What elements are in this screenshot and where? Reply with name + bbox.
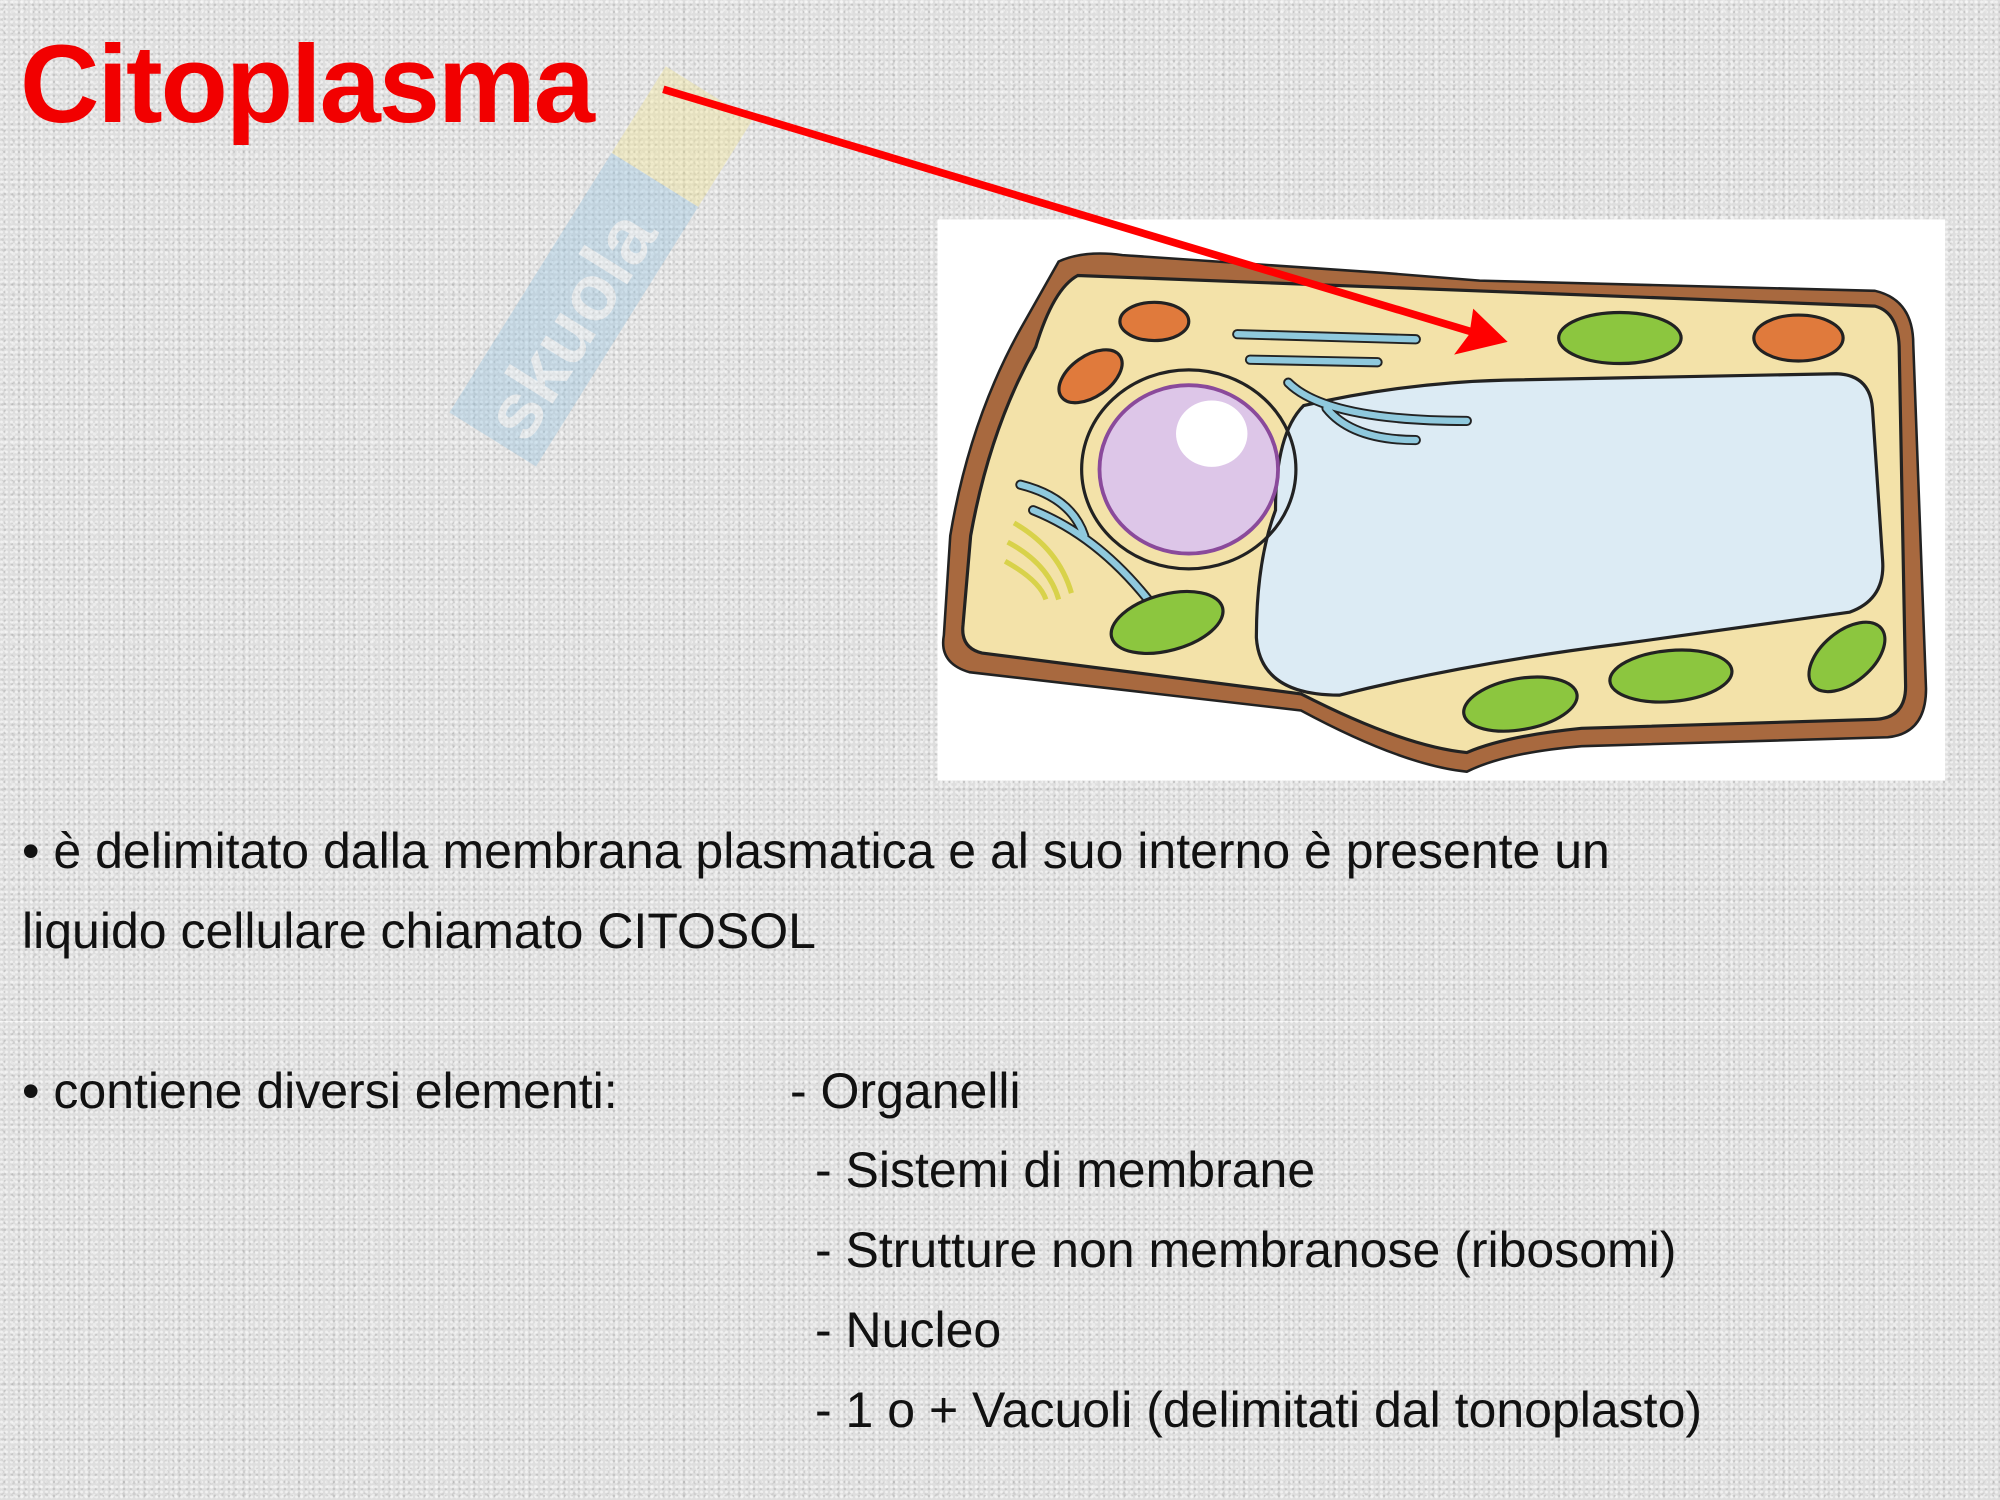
mitochondria: [1057, 300, 1845, 405]
bullet-2-item: - Strutture non membranose (ribosomi): [815, 1222, 1677, 1278]
bullet-1-line-2: liquido cellulare chiamato CITOSOL: [22, 903, 816, 959]
bullet-1-line-1: • è delimitato dalla membrana plasmatica…: [22, 823, 1610, 879]
bullet-2-lead: • contiene diversi elementi:: [22, 1063, 618, 1119]
arrow-pointer: [662, 85, 1508, 355]
chloroplasts: [1109, 310, 1887, 733]
bullet-2-item: - 1 o + Vacuoli (delimitati dal tonoplas…: [815, 1382, 1703, 1438]
nucleus: [1080, 368, 1298, 571]
bullet-2-item: - Nucleo: [815, 1302, 1002, 1358]
divider: [0, 1021, 2000, 1022]
plant-cell-diagram: [937, 219, 1946, 781]
bullet-2-item: - Sistemi di membrane: [815, 1142, 1316, 1198]
slide-title: Citoplasma: [20, 23, 595, 146]
bullet-2-item: - Organelli: [790, 1063, 1021, 1119]
golgi: [1003, 520, 1074, 601]
